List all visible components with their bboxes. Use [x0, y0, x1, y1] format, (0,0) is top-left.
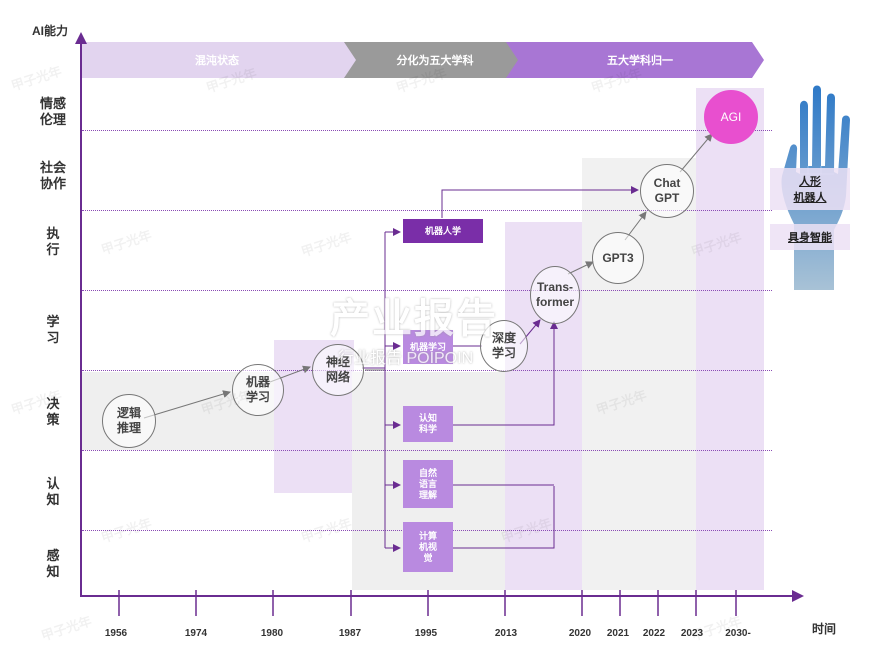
phase-unification: 五大学科归一	[607, 55, 673, 67]
x-tick-2020: 2020	[568, 628, 592, 639]
bg-2020-column	[582, 158, 696, 590]
x-tick-2021: 2021	[606, 628, 630, 639]
phase-banner	[82, 42, 764, 78]
label-embodied-intelligence: 具身智能	[770, 224, 850, 250]
bg-2030-column	[696, 88, 764, 590]
label-humanoid-robot: 人形机器人	[770, 168, 850, 210]
node-logic-reasoning: 逻辑推理	[102, 394, 156, 448]
box-nlp: 自然语言理解	[403, 460, 453, 508]
box-robotics: 机器人学	[403, 219, 483, 243]
x-tick-1974: 1974	[184, 628, 208, 639]
y-axis-title: AI能力	[32, 24, 69, 38]
y-level-cognition: 认知	[46, 476, 60, 507]
node-transformer: Trans-former	[530, 266, 580, 324]
x-tick-2023: 2023	[680, 628, 704, 639]
box-cognitive-science: 认知科学	[403, 406, 453, 442]
box-computer-vision: 计算机视觉	[403, 522, 453, 572]
node-machine-learning: 机器学习	[232, 364, 284, 416]
x-tick-1995: 1995	[414, 628, 438, 639]
phase-chaos: 混沌状态	[195, 55, 239, 67]
y-level-execution: 执行	[46, 226, 60, 257]
x-tick-1987: 1987	[338, 628, 362, 639]
box-machine-learning: 机器学习	[403, 330, 453, 364]
y-level-learning: 学习	[46, 314, 60, 345]
y-level-decision: 决策	[46, 396, 60, 427]
x-tick-1956: 1956	[104, 628, 128, 639]
x-tick-2022: 2022	[642, 628, 666, 639]
y-level-emotion-ethics: 情感伦理	[39, 96, 66, 127]
x-axis-title: 时间	[812, 622, 837, 636]
watermark-center-small: 行业报告 POIPOIN	[338, 350, 474, 367]
y-level-perception: 感知	[46, 548, 60, 579]
node-neural-network: 神经网络	[312, 344, 364, 396]
node-agi: AGI	[704, 90, 758, 144]
node-deep-learning: 深度学习	[480, 320, 528, 372]
node-gpt3: GPT3	[592, 232, 644, 284]
phase-differentiation: 分化为五大学科	[396, 55, 474, 67]
x-tick-2030: 2030-	[725, 628, 751, 639]
watermark-center-big: 产业报告	[330, 297, 498, 341]
x-tick-2013: 2013	[494, 628, 518, 639]
y-level-social-collab: 社会协作	[39, 160, 66, 191]
x-tick-1980: 1980	[260, 628, 284, 639]
